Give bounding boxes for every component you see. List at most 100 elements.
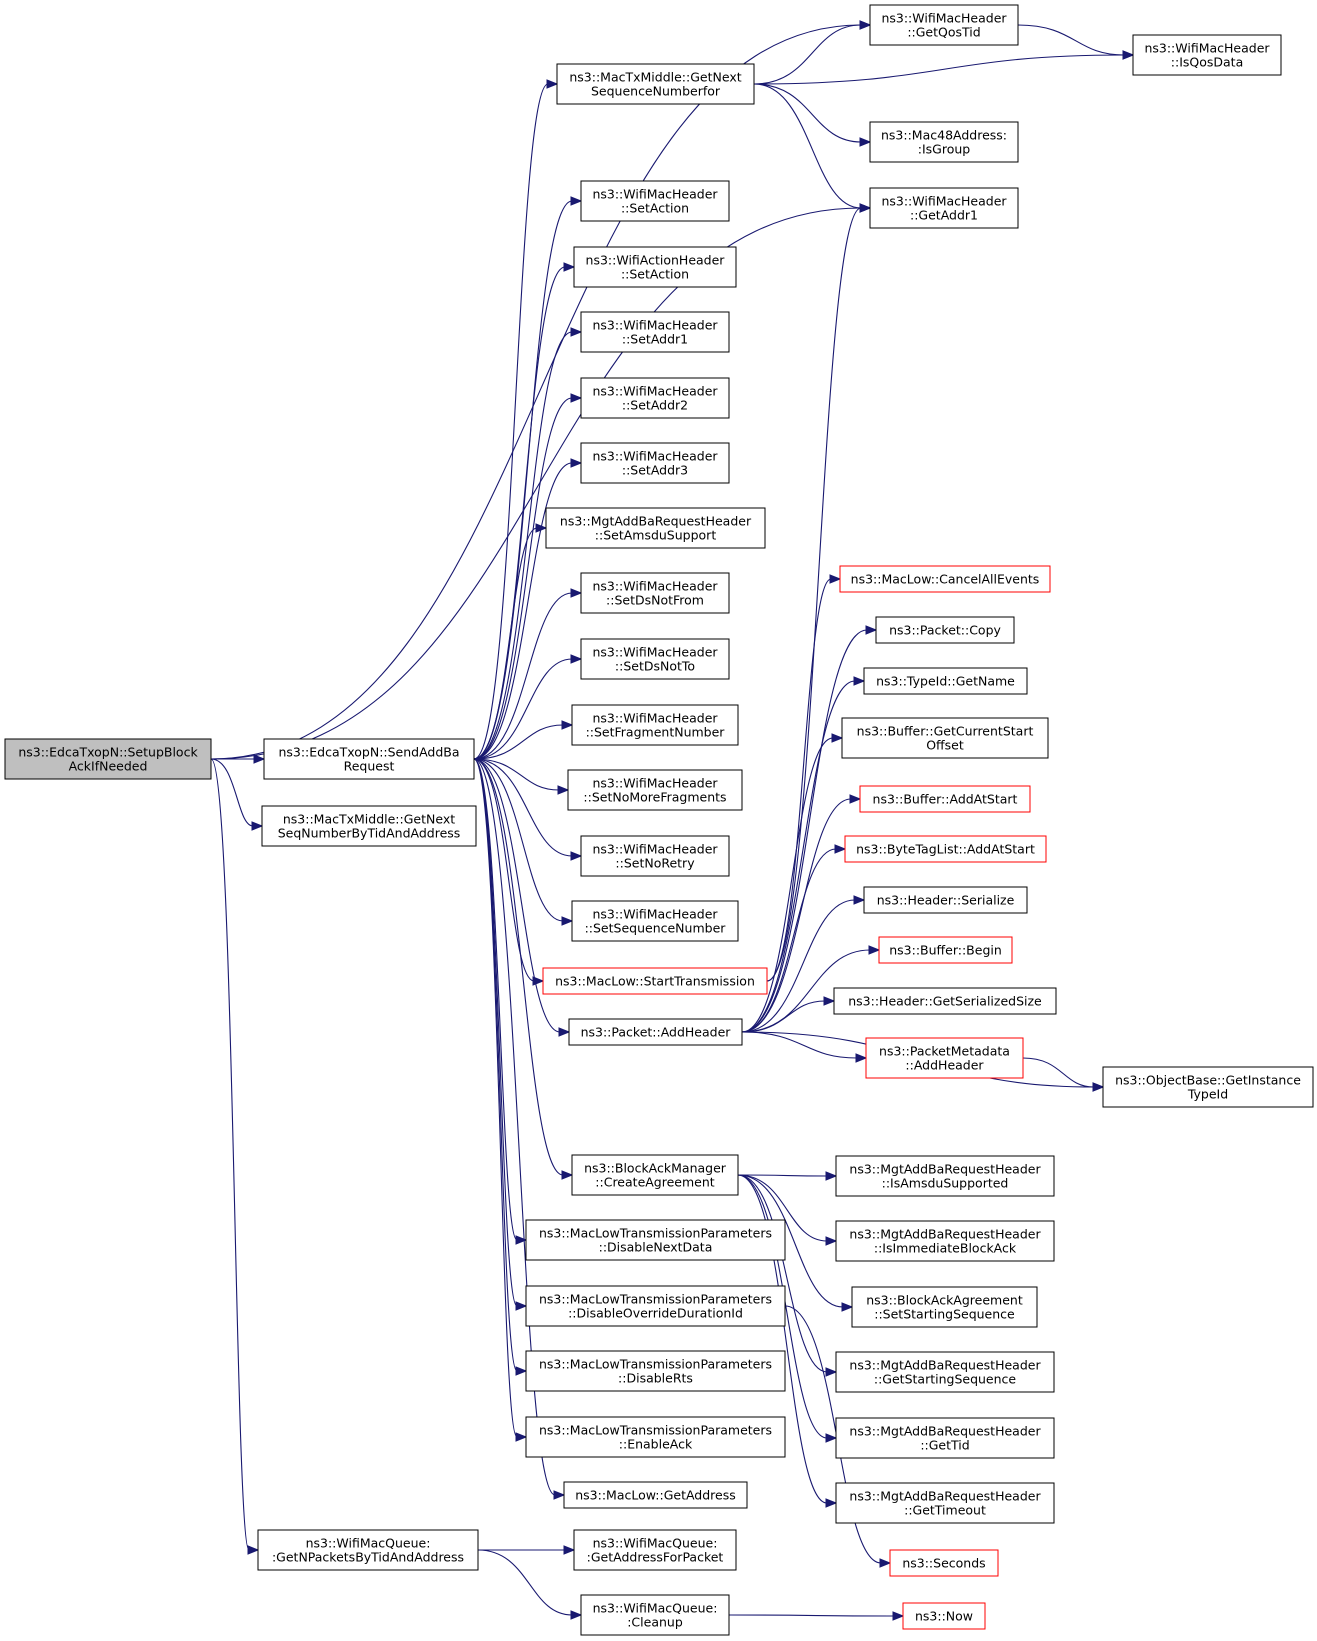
edge-startTx-to-getAddr1 [766,203,872,982]
edge-sendAddBa-to-setNoRetry [473,758,583,861]
node-isGroup[interactable]: ns3::Mac48Address::IsGroup [869,121,1019,163]
node-box [869,4,1019,46]
node-getQosTid[interactable]: ns3::WifiMacHeader::GetQosTid [869,4,1019,46]
edge-arrowhead [834,844,847,854]
node-startTx[interactable]: ns3::MacLow::StartTransmission [542,967,768,995]
node-cancelAll[interactable]: ns3::MacLow::CancelAllEvents [839,565,1051,593]
node-enableAck[interactable]: ns3::MacLowTransmissionParameters::Enabl… [525,1416,786,1458]
node-label: ::SetNoRetry [615,856,695,871]
edge-setupBlockAck-to-sendAddBa [211,754,266,764]
edge-arrowhead [561,916,574,926]
node-getAddr1[interactable]: ns3::WifiMacHeader::GetAddr1 [869,187,1019,229]
node-getNPackets[interactable]: ns3::WifiMacQueue::GetNPacketsByTidAndAd… [257,1529,479,1571]
node-label: ns3::MacLowTransmissionParameters [539,1423,772,1438]
node-label: ns3::MgtAddBaRequestHeader [849,1162,1041,1177]
edge-sendAddBa-to-setDsNotTo [473,654,583,760]
node-box [580,638,730,680]
node-setAddr1[interactable]: ns3::WifiMacHeader::SetAddr1 [580,311,730,353]
node-setAddr3[interactable]: ns3::WifiMacHeader::SetAddr3 [580,442,730,484]
node-getAddress[interactable]: ns3::MacLow::GetAddress [563,1481,748,1509]
edge-arrowhead [553,1490,566,1500]
node-setDsNotFrom[interactable]: ns3::WifiMacHeader::SetDsNotFrom [580,572,730,614]
node-box [835,1351,1055,1393]
edge-createAgreement-to-getTimeout [737,1174,838,1508]
node-pmAddHeader[interactable]: ns3::PacketMetadata::AddHeader [865,1037,1024,1079]
node-isQosData[interactable]: ns3::WifiMacHeader::IsQosData [1132,34,1282,76]
node-box [841,717,1049,759]
node-label: TypeId [1187,1087,1228,1102]
node-bufAddAtStart[interactable]: ns3::Buffer::AddAtStart [859,785,1031,813]
node-box [1132,34,1282,76]
node-setAmsdu[interactable]: ns3::MgtAddBaRequestHeader::SetAmsduSupp… [545,507,766,549]
node-setNoRetry[interactable]: ns3::WifiMacHeader::SetNoRetry [580,835,730,877]
node-label: ::SetStartingSequence [874,1307,1015,1322]
node-label: ns3::Buffer::AddAtStart [873,792,1018,807]
node-getNextSeqFor[interactable]: ns3::MacTxMiddle::GetNextSequenceNumberf… [556,63,755,105]
node-label: ns3::WifiActionHeader [586,253,726,268]
node-actSetAction[interactable]: ns3::WifiActionHeader::SetAction [573,246,737,288]
node-setSeqNum[interactable]: ns3::WifiMacHeader::SetSequenceNumber [571,900,739,942]
node-label: ::AddHeader [905,1058,984,1073]
node-label: ::DisableRts [618,1371,693,1386]
node-typeIdGetName[interactable]: ns3::TypeId::GetName [863,667,1028,695]
node-cleanup[interactable]: ns3::WifiMacQueue::Cleanup [580,1594,730,1636]
node-setStartingSeq[interactable]: ns3::BlockAckAgreement::SetStartingSeque… [851,1286,1038,1328]
node-now[interactable]: ns3::Now [902,1602,986,1630]
nodes-layer: ns3::EdcaTxopN::SetupBlockAckIfNeededns3… [4,4,1314,1636]
node-addHeader[interactable]: ns3::Packet::AddHeader [568,1018,743,1046]
node-disableOverride[interactable]: ns3::MacLowTransmissionParameters::Disab… [525,1285,786,1327]
node-box [863,886,1028,914]
node-box [580,835,730,877]
edge-addHeader-to-packetCopy [741,625,878,1033]
node-packetCopy[interactable]: ns3::Packet::Copy [875,616,1015,644]
node-getAddrForPacket[interactable]: ns3::WifiMacQueue::GetAddressForPacket [573,1529,737,1571]
node-label: ::IsAmsduSupported [882,1176,1009,1191]
node-hdrSetAction[interactable]: ns3::WifiMacHeader::SetAction [580,180,730,222]
node-getStartingSeq[interactable]: ns3::MgtAddBaRequestHeader::GetStartingS… [835,1351,1055,1393]
node-label: ns3::WifiMacHeader [881,194,1007,209]
node-getNextSeqByTid[interactable]: ns3::MacTxMiddle::GetNextSeqNumberByTidA… [261,805,477,847]
edge-arrowhead [570,1610,583,1620]
node-hdrSerialize[interactable]: ns3::Header::Serialize [863,886,1028,914]
edge-arrowhead [570,458,583,468]
node-bufBegin[interactable]: ns3::Buffer::Begin [878,936,1013,964]
node-getTid[interactable]: ns3::MgtAddBaRequestHeader::GetTid [835,1417,1055,1459]
node-label: ::SetAddr3 [622,463,688,478]
edge-arrowhead [868,945,881,955]
node-isImmediate[interactable]: ns3::MgtAddBaRequestHeader::IsImmediateB… [835,1220,1055,1262]
node-isAmsduSupported[interactable]: ns3::MgtAddBaRequestHeader::IsAmsduSuppo… [835,1155,1055,1197]
edge-startTx-to-cancelAll [766,574,842,982]
edge-arrowhead [825,1433,838,1443]
node-setAddr2[interactable]: ns3::WifiMacHeader::SetAddr2 [580,377,730,419]
node-seconds[interactable]: ns3::Seconds [889,1549,999,1577]
node-setDsNotTo[interactable]: ns3::WifiMacHeader::SetDsNotTo [580,638,730,680]
node-createAgreement[interactable]: ns3::BlockAckManager::CreateAgreement [571,1154,739,1196]
node-disableNextData[interactable]: ns3::MacLowTransmissionParameters::Disab… [525,1219,786,1261]
edge-cleanup-to-now [728,1611,905,1621]
node-box [573,246,737,288]
edge-arrowhead [563,1545,576,1555]
node-box [580,311,730,353]
node-box [875,616,1015,644]
node-box [889,1549,999,1577]
node-label: ::IsImmediateBlockAck [874,1241,1017,1256]
node-disableRts[interactable]: ns3::MacLowTransmissionParameters::Disab… [525,1350,786,1392]
node-box [525,1219,786,1261]
node-hdrGetSize[interactable]: ns3::Header::GetSerializedSize [833,987,1057,1015]
node-label: :Cleanup [627,1615,683,1630]
node-setNoMoreFrag[interactable]: ns3::WifiMacHeader::SetNoMoreFragments [567,769,743,811]
node-getTimeout[interactable]: ns3::MgtAddBaRequestHeader::GetTimeout [835,1482,1055,1524]
edge-sendAddBa-to-setNoMoreFrag [473,758,570,795]
node-btlAddAtStart[interactable]: ns3::ByteTagList::AddAtStart [844,835,1047,863]
node-label: ns3::WifiMacQueue: [306,1536,431,1551]
node-label: ns3::WifiMacHeader [592,384,718,399]
node-setFragNum[interactable]: ns3::WifiMacHeader::SetFragmentNumber [571,704,739,746]
edge-arrowhead [251,821,264,831]
node-label: ::GetAddr1 [910,208,978,223]
node-label: ::SetSequenceNumber [585,921,727,936]
